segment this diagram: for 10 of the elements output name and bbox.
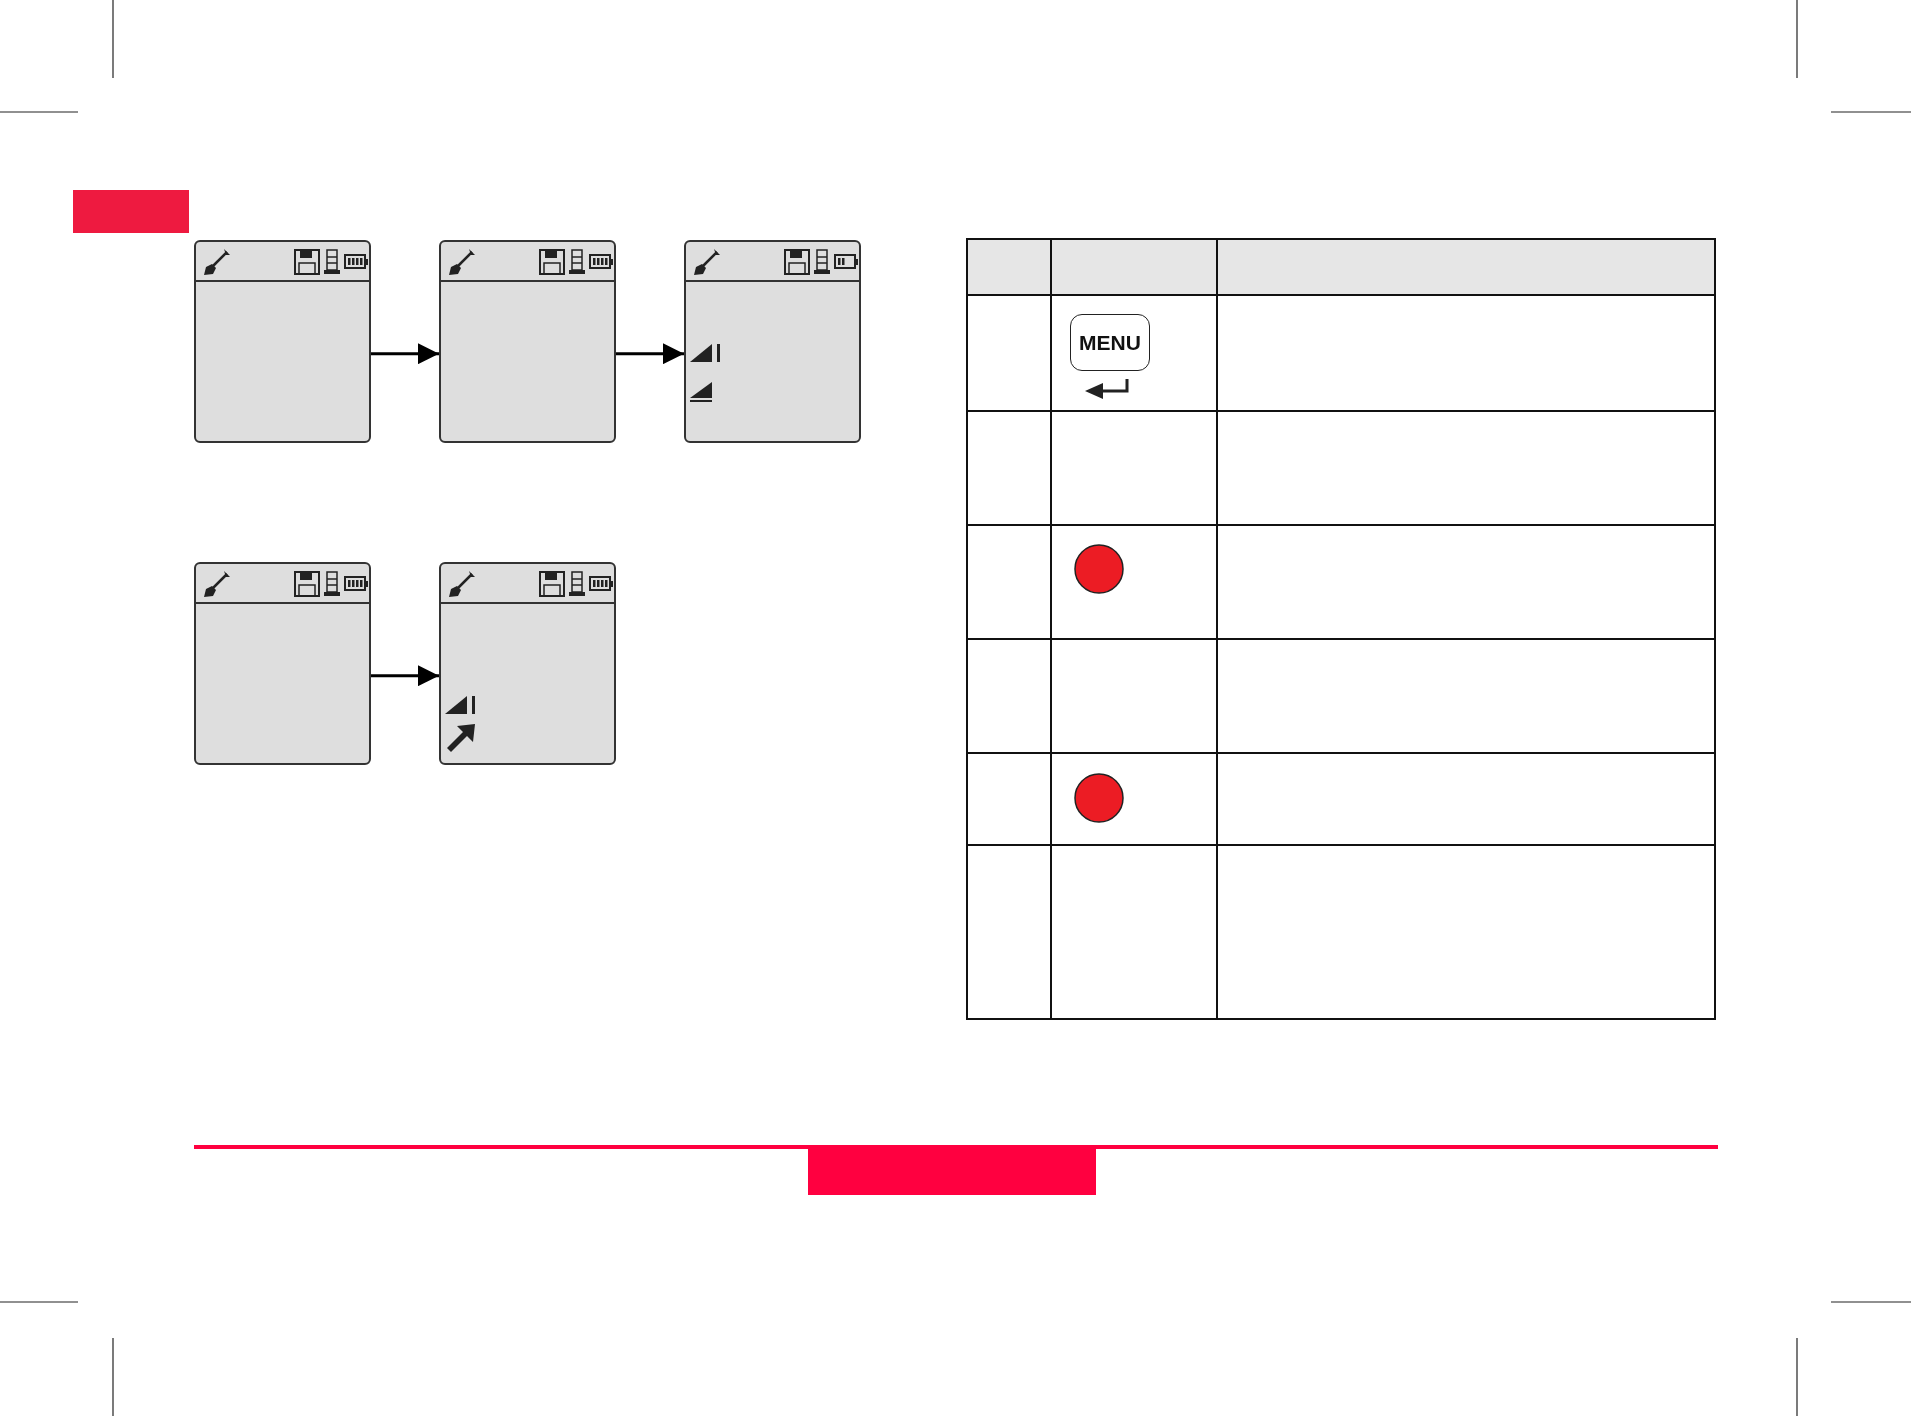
arrow [371,665,439,687]
menu-key: MENU [1070,314,1150,371]
lcd-screen [439,562,616,765]
section-tab [73,190,189,233]
arrow [616,343,684,365]
lcd-screen [194,240,371,443]
lcd-screen [194,562,371,765]
lcd-screen [684,240,861,443]
arrow [371,343,439,365]
lcd-screen [439,240,616,443]
